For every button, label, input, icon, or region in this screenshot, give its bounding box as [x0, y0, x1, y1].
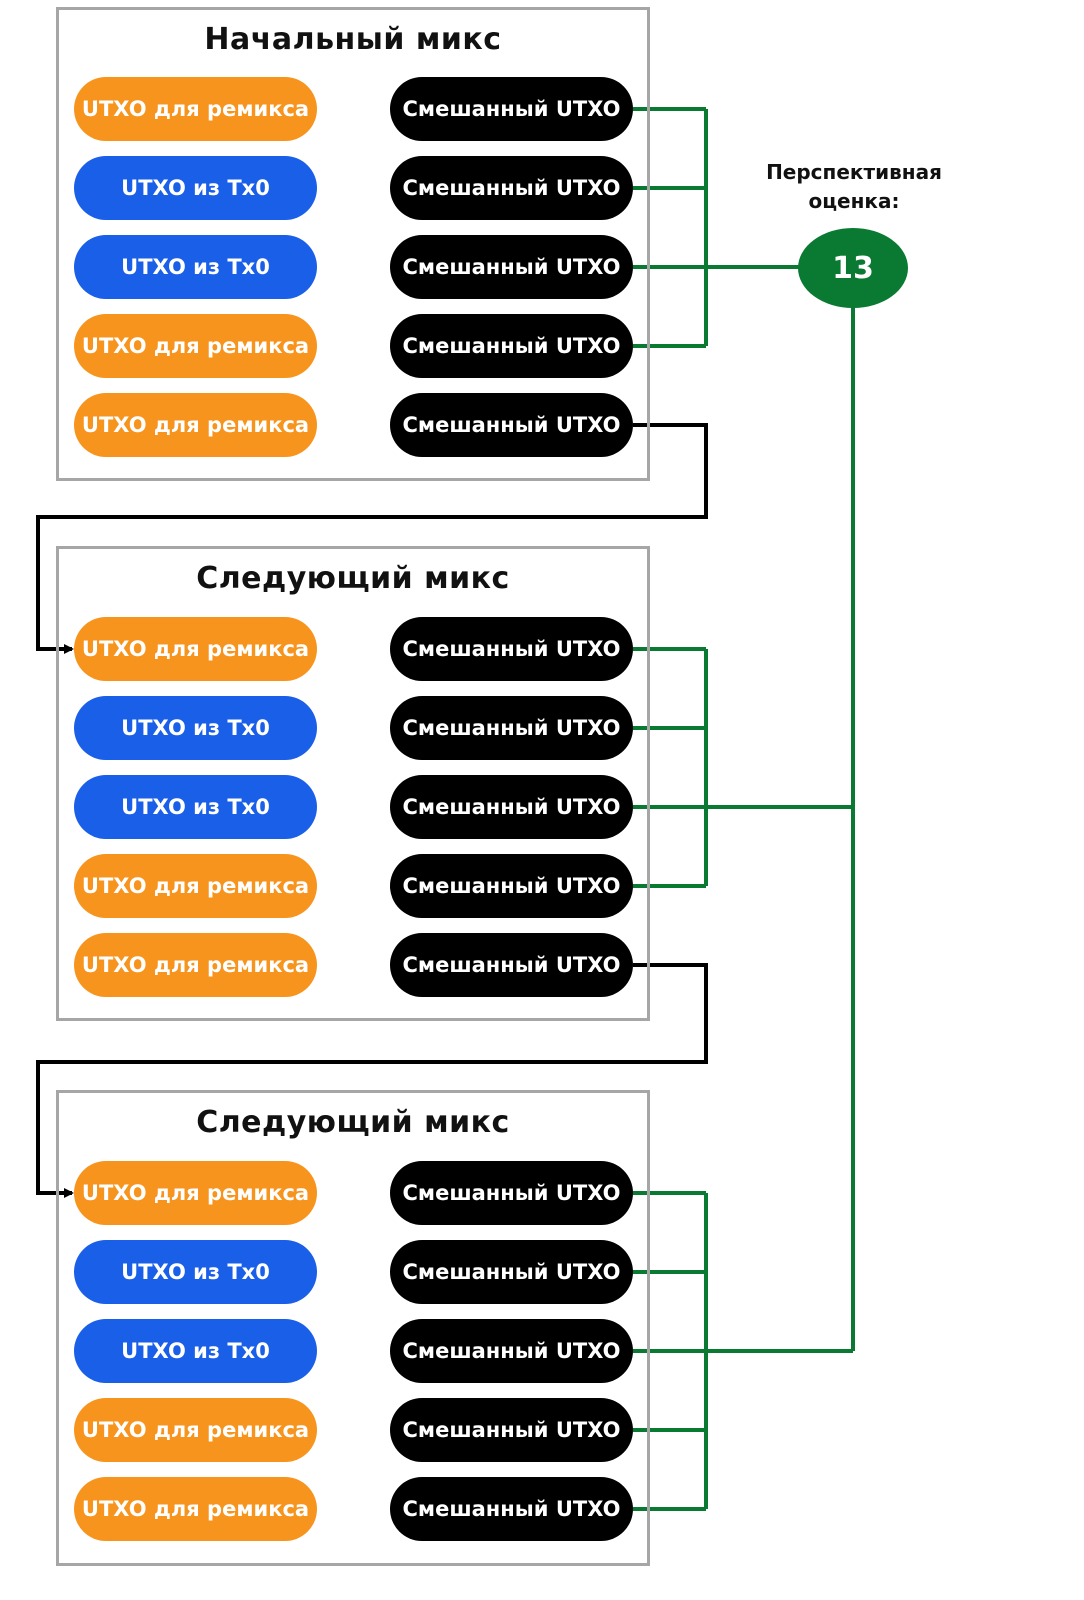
tx0-utxo-pill: UTXO из Tx0: [74, 1319, 317, 1383]
remix-arrow: [36, 423, 708, 654]
remix-utxo-pill: UTXO для ремикса: [74, 933, 317, 997]
mixed-utxo-pill: Смешанный UTXO: [390, 235, 633, 299]
tx0-utxo-pill: UTXO из Tx0: [74, 1240, 317, 1304]
mix-title: Начальный микс: [204, 22, 502, 57]
mixed-utxo-pill: Смешанный UTXO: [390, 696, 633, 760]
remix-utxo-pill: UTXO для ремикса: [74, 77, 317, 141]
mixed-utxo-pill: Смешанный UTXO: [390, 854, 633, 918]
tx0-utxo-pill: UTXO из Tx0: [74, 156, 317, 220]
mixed-utxo-pill: Смешанный UTXO: [390, 617, 633, 681]
mixed-utxo-pill: Смешанный UTXO: [390, 156, 633, 220]
mix-title: Следующий микс: [196, 1105, 510, 1140]
tx0-utxo-pill: UTXO из Tx0: [74, 235, 317, 299]
mixed-utxo-pill: Смешанный UTXO: [390, 393, 633, 457]
mixed-utxo-pill: Смешанный UTXO: [390, 314, 633, 378]
mix-box-2: Следующий микс: [56, 546, 650, 1021]
remix-utxo-pill: UTXO для ремикса: [74, 393, 317, 457]
mixed-utxo-pill: Смешанный UTXO: [390, 1240, 633, 1304]
remix-arrow: [36, 963, 708, 1198]
remix-utxo-pill: UTXO для ремикса: [74, 1161, 317, 1225]
tx0-utxo-pill: UTXO из Tx0: [74, 775, 317, 839]
mix-box-1: Начальный микс: [56, 7, 650, 481]
mixed-utxo-pill: Смешанный UTXO: [390, 1319, 633, 1383]
remix-utxo-pill: UTXO для ремикса: [74, 1477, 317, 1541]
score-badge: 13: [798, 228, 908, 308]
mixed-utxo-pill: Смешанный UTXO: [390, 1161, 633, 1225]
tx0-utxo-pill: UTXO из Tx0: [74, 696, 317, 760]
mixed-utxo-pill: Смешанный UTXO: [390, 775, 633, 839]
mixed-utxo-pill: Смешанный UTXO: [390, 1477, 633, 1541]
remix-utxo-pill: UTXO для ремикса: [74, 617, 317, 681]
remix-utxo-pill: UTXO для ремикса: [74, 314, 317, 378]
mix-box-3: Следующий микс: [56, 1090, 650, 1566]
mixed-utxo-pill: Смешанный UTXO: [390, 933, 633, 997]
score-label: Перспективная оценка:: [766, 160, 942, 213]
mixed-utxo-pill: Смешанный UTXO: [390, 77, 633, 141]
mixed-utxo-pill: Смешанный UTXO: [390, 1398, 633, 1462]
mix-title: Следующий микс: [196, 561, 510, 596]
remix-utxo-pill: UTXO для ремикса: [74, 1398, 317, 1462]
remix-utxo-pill: UTXO для ремикса: [74, 854, 317, 918]
